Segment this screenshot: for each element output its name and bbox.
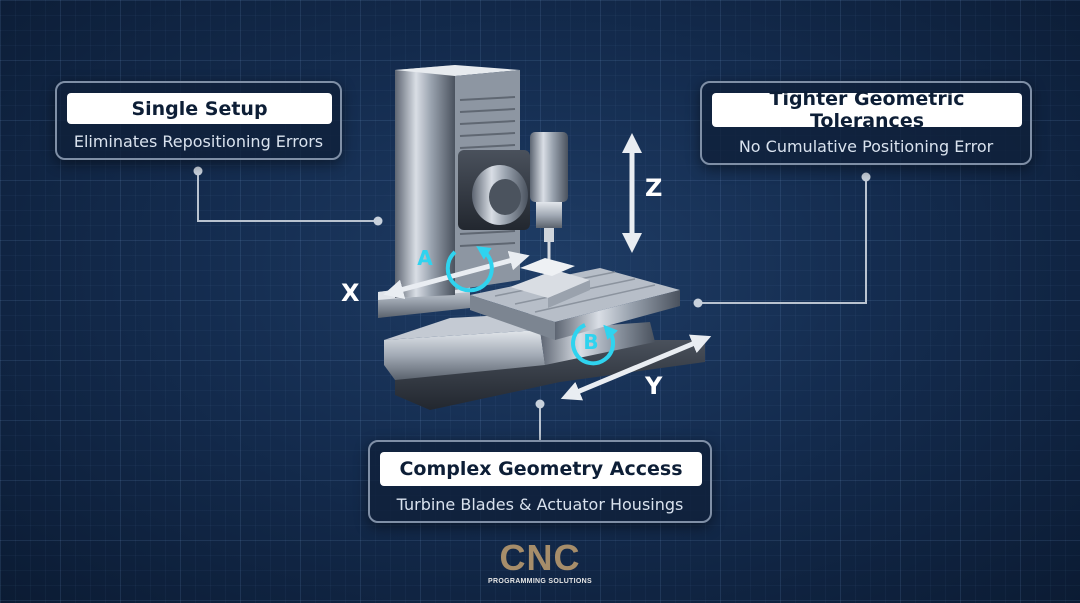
y-axis-arrow bbox=[560, 334, 712, 401]
callout-geometric-tolerances: Tighter Geometric Tolerances No Cumulati… bbox=[700, 81, 1032, 165]
z-axis-label: Z bbox=[645, 174, 663, 202]
callout-subtitle: Eliminates Repositioning Errors bbox=[73, 132, 324, 151]
logo-tagline: PROGRAMMING SOLUTIONS bbox=[488, 578, 592, 585]
rotary-table bbox=[470, 258, 680, 340]
connector-lines bbox=[197, 171, 867, 440]
x-axis-label: X bbox=[341, 279, 360, 307]
x-axis-arrow bbox=[383, 250, 530, 300]
connector-dots bbox=[193, 166, 871, 409]
callout-title: Tighter Geometric Tolerances bbox=[712, 88, 1022, 132]
callout-single-setup: Single Setup Eliminates Repositioning Er… bbox=[55, 81, 342, 160]
brand-logo: CNC PROGRAMMING SOLUTIONS bbox=[470, 537, 610, 586]
callout-subtitle: Turbine Blades & Actuator Housings bbox=[396, 495, 684, 514]
b-axis-label: B bbox=[583, 330, 598, 354]
a-rotation-arrow bbox=[445, 246, 494, 293]
callout-subtitle: No Cumulative Positioning Error bbox=[738, 137, 994, 156]
y-axis-label: Y bbox=[645, 372, 663, 400]
spindle-head bbox=[458, 132, 568, 262]
callout-title: Single Setup bbox=[67, 93, 332, 124]
callout-title: Complex Geometry Access bbox=[380, 452, 702, 486]
logo-wordmark: CNC bbox=[499, 537, 581, 578]
b-rotation-arrow bbox=[571, 323, 618, 366]
callout-complex-geometry: Complex Geometry Access Turbine Blades &… bbox=[368, 440, 712, 523]
a-axis-label: A bbox=[417, 246, 433, 270]
